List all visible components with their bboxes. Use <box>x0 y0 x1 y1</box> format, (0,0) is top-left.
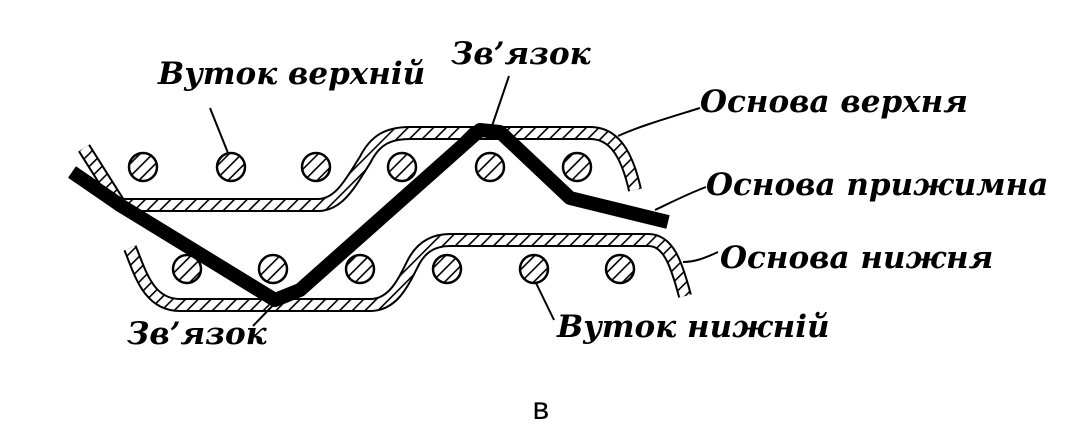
figure-caption: в <box>532 392 550 427</box>
label-binding-bottom: Зв’язок <box>127 316 268 352</box>
leader-binding-top <box>491 75 510 127</box>
lower-weft-2 <box>257 253 289 285</box>
upper-weft-6 <box>561 151 593 183</box>
lower-weft-3 <box>344 253 376 285</box>
upper-weft-yarns <box>127 151 593 183</box>
upper-weft-3 <box>300 151 332 183</box>
leader-weft-top <box>209 107 229 154</box>
leader-binding-bottom <box>252 297 281 327</box>
leader-lines <box>209 75 719 327</box>
leader-warp-bottom <box>682 251 719 263</box>
upper-weft-2 <box>215 151 247 183</box>
lower-warp-yarn <box>123 233 692 312</box>
label-binding-top: Зв’язок <box>451 36 592 72</box>
upper-weft-5 <box>474 151 506 183</box>
label-weft-bottom: Вуток нижній <box>556 309 830 345</box>
label-warp-binder: Основа прижимна <box>706 167 1048 203</box>
label-weft-top: Вуток верхній <box>157 56 425 92</box>
upper-weft-4 <box>386 151 418 183</box>
leader-warp-binder <box>654 186 707 211</box>
binder-warp-yarn <box>68 123 670 307</box>
lower-weft-6 <box>604 253 636 285</box>
label-warp-top: Основа верхня <box>700 84 968 120</box>
lower-weft-5 <box>518 253 550 285</box>
lower-weft-4 <box>431 253 463 285</box>
upper-warp-yarn <box>78 126 642 212</box>
upper-weft-1 <box>127 151 159 183</box>
leader-warp-top <box>617 107 701 137</box>
leader-weft-bottom <box>535 282 555 321</box>
lower-weft-yarns <box>171 253 636 285</box>
label-warp-bottom: Основа нижня <box>720 240 993 276</box>
lower-weft-1 <box>171 253 203 285</box>
